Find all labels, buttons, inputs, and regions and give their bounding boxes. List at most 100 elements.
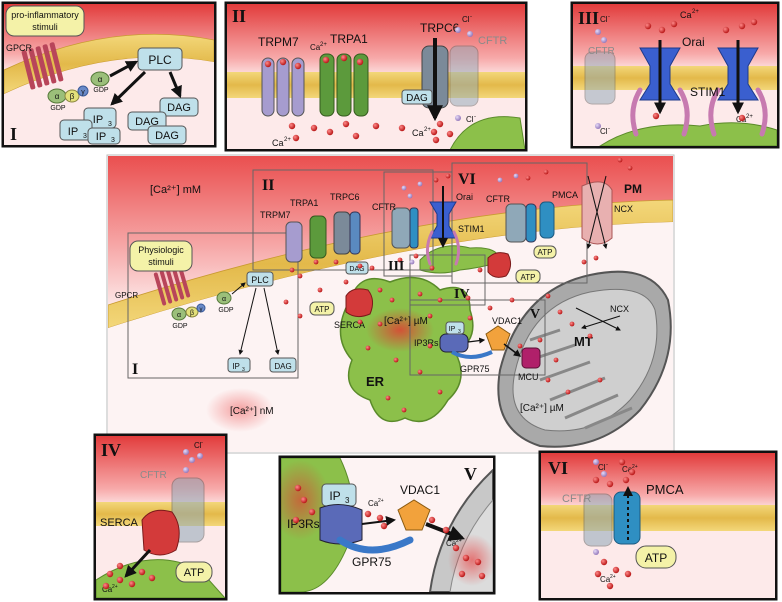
calcium-ion (427, 313, 433, 319)
calcium-ions-II (264, 27, 473, 144)
calcium-ion (545, 377, 551, 383)
region-box-I (127, 232, 299, 379)
svg-text:-: - (606, 462, 608, 468)
svg-text:Orai: Orai (682, 35, 705, 49)
svg-text:3: 3 (458, 329, 461, 335)
stimulus-label-1: pro-inflammatory (11, 10, 79, 20)
calcium-ion (606, 480, 614, 488)
region-box-V (409, 299, 546, 376)
chloride-ion (467, 31, 473, 37)
plc-box-main (246, 271, 274, 287)
svg-text:3: 3 (108, 121, 112, 128)
svg-text:Cl: Cl (600, 15, 608, 24)
svg-text:STIM1: STIM1 (458, 224, 485, 234)
svg-text:-: - (474, 114, 476, 120)
chloride-ion (601, 37, 607, 43)
calcium-ion (543, 169, 549, 175)
gpcr-receptor (21, 42, 64, 90)
calcium-ion (300, 496, 308, 504)
g-alpha-active (216, 291, 232, 305)
svg-text:GDP: GDP (93, 87, 109, 94)
svg-text:II: II (262, 177, 274, 194)
svg-text:I: I (132, 361, 138, 378)
calcium-ion (624, 570, 632, 578)
svg-text:IP: IP (68, 126, 78, 138)
calcium-ion (333, 259, 339, 265)
calcium-ion (288, 122, 296, 130)
svg-text:VDAC1: VDAC1 (492, 316, 522, 326)
dag-box-trpc6 (345, 261, 369, 275)
svg-text:γ: γ (81, 89, 85, 96)
ca-uM-er-label: [Ca²⁺] µM (384, 316, 428, 327)
calcium-ion (398, 124, 406, 132)
physiologic-stimulus-box (129, 240, 193, 272)
svg-text:Cl: Cl (194, 441, 202, 450)
calcium-ion (397, 257, 403, 263)
svg-text:3: 3 (242, 367, 245, 373)
ca-nM-label: [Ca²⁺] nM (230, 406, 274, 417)
calcium-ion (343, 279, 349, 285)
trpm7-channel (261, 57, 305, 117)
gpr75-main (451, 350, 493, 359)
panel-numeral-IV: IV (101, 440, 121, 460)
calcium-ion (750, 18, 758, 26)
atp-box-serca-2 (515, 269, 541, 284)
calcium-ion (628, 468, 636, 476)
calcium-ion (393, 357, 399, 363)
panel-V: IP 3 IP3Rs GPR75 VDAC1 Ca 2+ Ca 2+ V (278, 455, 496, 595)
calcium-ion (445, 173, 451, 179)
calcium-ion (658, 26, 666, 34)
svg-text:α: α (55, 92, 60, 101)
calcium-ion (377, 321, 383, 327)
chloride-ion (401, 185, 407, 191)
panel-numeral-I: I (10, 124, 17, 144)
svg-text:Ca: Ca (680, 10, 692, 20)
calcium-ion (356, 58, 364, 66)
calcium-ion (617, 157, 623, 163)
calcium-ion (342, 120, 350, 128)
calcium-ion (670, 20, 678, 28)
calcium-ion (294, 484, 302, 492)
pm-label: PM (624, 182, 642, 196)
stim1-protein (630, 87, 768, 137)
calcium-ion (606, 582, 614, 590)
svg-text:TRPM7: TRPM7 (260, 210, 291, 220)
svg-text:2+: 2+ (424, 127, 431, 133)
calcium-ion (352, 132, 360, 140)
svg-text:PMCA: PMCA (646, 482, 684, 497)
chloride-ion (601, 471, 607, 477)
calcium-ion (478, 572, 486, 580)
calcium-ion (369, 265, 375, 271)
panel-numeral-V: V (464, 464, 477, 484)
calcium-ion (317, 287, 323, 293)
svg-text:Ca: Ca (412, 128, 424, 138)
ip3r-channel (319, 504, 363, 545)
chloride-ion (593, 459, 599, 465)
panel-III: CFTR Orai STIM1 Ca 2+ Ca 2+ Cl - Cl - II… (570, 1, 780, 149)
svg-text:Ca: Ca (102, 585, 113, 594)
calcium-ion (433, 177, 439, 183)
svg-text:ATP: ATP (521, 273, 536, 282)
calcium-ion (102, 582, 110, 590)
calcium-ion (738, 114, 746, 122)
ncx-main (581, 175, 613, 249)
chloride-ion (593, 549, 599, 555)
calcium-ion (308, 508, 316, 516)
calcium-ion (487, 305, 493, 311)
calcium-ion (128, 580, 136, 588)
svg-text:Cl: Cl (600, 127, 608, 136)
ncx-mito (575, 307, 621, 331)
calcium-ion (446, 130, 454, 138)
svg-text:CFTR: CFTR (372, 202, 396, 212)
calcium-ion (279, 58, 287, 66)
panel-VI: CFTR PMCA ATP Ca 2+ Ca 2+ Cl - VI (538, 450, 778, 601)
svg-text:3: 3 (111, 137, 115, 144)
endoplasmic-reticulum (339, 245, 501, 423)
dag-box-3 (147, 125, 187, 145)
svg-text:CFTR: CFTR (140, 470, 167, 481)
svg-text:Ca: Ca (622, 465, 633, 474)
trpa1-main (309, 215, 327, 259)
calcium-ion (593, 255, 599, 261)
ca-mM-label: [Ca²⁺] mM (150, 184, 201, 196)
calcium-ion (537, 337, 543, 343)
